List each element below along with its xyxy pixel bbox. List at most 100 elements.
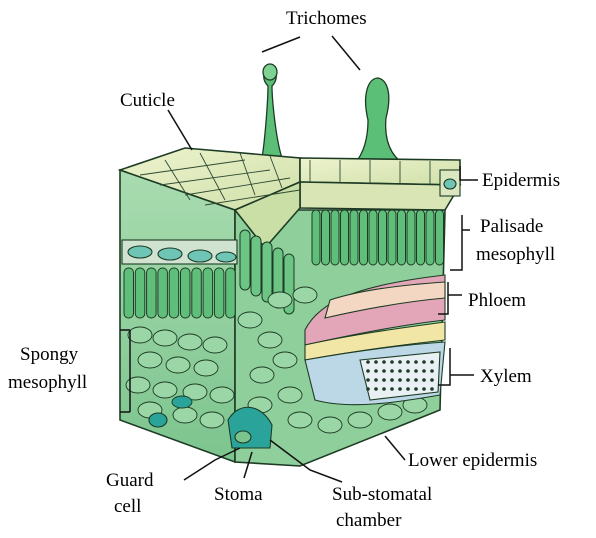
- palisade-cell: [226, 268, 236, 318]
- xylem-vessel: [398, 387, 402, 391]
- palisade-cell: [436, 210, 444, 265]
- spongy-cell: [258, 332, 282, 348]
- xylem-vessel: [430, 378, 434, 382]
- xylem-vessel: [414, 369, 418, 373]
- xylem-vessel: [382, 369, 386, 373]
- label-substomatal-line1: Sub-stomatal: [332, 484, 432, 505]
- xylem-vessel: [398, 369, 402, 373]
- label-epidermis: Epidermis: [482, 170, 560, 191]
- xylem-vessel: [430, 387, 434, 391]
- palisade-cell: [214, 268, 224, 318]
- upper-epidermis-row: [122, 240, 237, 264]
- spongy-cell: [378, 404, 402, 420]
- trichome-left: [262, 64, 282, 158]
- label-spongy-line2: mesophyll: [8, 372, 87, 393]
- spongy-cell: [178, 334, 202, 350]
- trichome-right: [350, 78, 410, 168]
- guard-cell-shape: [235, 431, 251, 443]
- xylem-vessel: [406, 387, 410, 391]
- palisade-cell: [312, 210, 320, 265]
- xylem-vessel: [422, 387, 426, 391]
- xylem-vessel: [398, 378, 402, 382]
- xylem-vessel: [390, 369, 394, 373]
- label-phloem: Phloem: [468, 290, 526, 311]
- xylem-vessel: [422, 369, 426, 373]
- xylem-vessel: [406, 369, 410, 373]
- xylem-vessel: [382, 378, 386, 382]
- spongy-cell: [250, 367, 274, 383]
- xylem-vessel: [382, 360, 386, 364]
- label-lower-epidermis: Lower epidermis: [408, 450, 537, 471]
- xylem-vessel: [382, 387, 386, 391]
- spongy-cell: [203, 337, 227, 353]
- spongy-cell: [200, 412, 224, 428]
- label-xylem: Xylem: [480, 366, 532, 387]
- spongy-cell: [210, 387, 234, 403]
- palisade-cell: [350, 210, 358, 265]
- palisade-cell: [135, 268, 145, 318]
- palisade-cell: [124, 268, 134, 318]
- spongy-cell: [194, 360, 218, 376]
- label-cuticle: Cuticle: [120, 90, 175, 111]
- label-palisade-line1: Palisade: [480, 216, 543, 237]
- xylem-vessel: [366, 369, 370, 373]
- palisade-cell: [262, 242, 272, 302]
- xylem-vessel: [374, 360, 378, 364]
- xylem-vessel: [406, 378, 410, 382]
- palisade-cell: [240, 230, 250, 290]
- spongy-cell: [278, 387, 302, 403]
- label-guard-line2: cell: [114, 496, 141, 517]
- xylem-vessel: [374, 369, 378, 373]
- xylem-vessel: [390, 360, 394, 364]
- label-spongy-line1: Spongy: [20, 344, 79, 365]
- palisade-cell: [379, 210, 387, 265]
- label-stoma: Stoma: [214, 484, 263, 505]
- label-trichomes: Trichomes: [286, 8, 367, 29]
- xylem-vessel: [366, 378, 370, 382]
- label-palisade-line2: mesophyll: [476, 244, 555, 265]
- palisade-cell: [417, 210, 425, 265]
- palisade-cell: [398, 210, 406, 265]
- xylem-vessel: [430, 360, 434, 364]
- xylem-vessel: [366, 387, 370, 391]
- palisade-cell: [203, 268, 213, 318]
- palisade-cell: [147, 268, 157, 318]
- spongy-cell: [273, 352, 297, 368]
- label-guard-line1: Guard: [106, 470, 154, 491]
- spongy-cell: [288, 412, 312, 428]
- spongy-cell: [138, 352, 162, 368]
- palisade-cell: [331, 210, 339, 265]
- xylem-vessel: [414, 360, 418, 364]
- xylem-vessel: [398, 360, 402, 364]
- spongy-cell: [173, 407, 197, 423]
- palisade-cell: [407, 210, 415, 265]
- palisade-cell: [426, 210, 434, 265]
- xylem-vessel: [374, 387, 378, 391]
- palisade-cell: [360, 210, 368, 265]
- xylem-vessel: [422, 378, 426, 382]
- spongy-cell: [348, 412, 372, 428]
- xylem-vessel: [366, 360, 370, 364]
- xylem-vessel: [406, 360, 410, 364]
- palisade-cell: [369, 210, 377, 265]
- label-substomatal-line2: chamber: [336, 510, 402, 531]
- palisade-cell: [251, 236, 261, 296]
- spongy-cell: [128, 327, 152, 343]
- palisade-cell: [158, 268, 168, 318]
- spongy-cell: [153, 382, 177, 398]
- palisade-cell: [169, 268, 179, 318]
- spongy-cell: [238, 312, 262, 328]
- epidermis-cell-right: [440, 170, 460, 196]
- spongy-cell: [318, 417, 342, 433]
- xylem-vessel: [390, 378, 394, 382]
- xylem-vessel: [374, 378, 378, 382]
- spongy-cell: [153, 330, 177, 346]
- xylem-vessel: [430, 369, 434, 373]
- xylem-vessel: [390, 387, 394, 391]
- air-space: [172, 396, 192, 408]
- spongy-cell: [166, 357, 190, 373]
- xylem-vessel: [422, 360, 426, 364]
- spongy-cell: [293, 287, 317, 303]
- palisade-cell: [388, 210, 396, 265]
